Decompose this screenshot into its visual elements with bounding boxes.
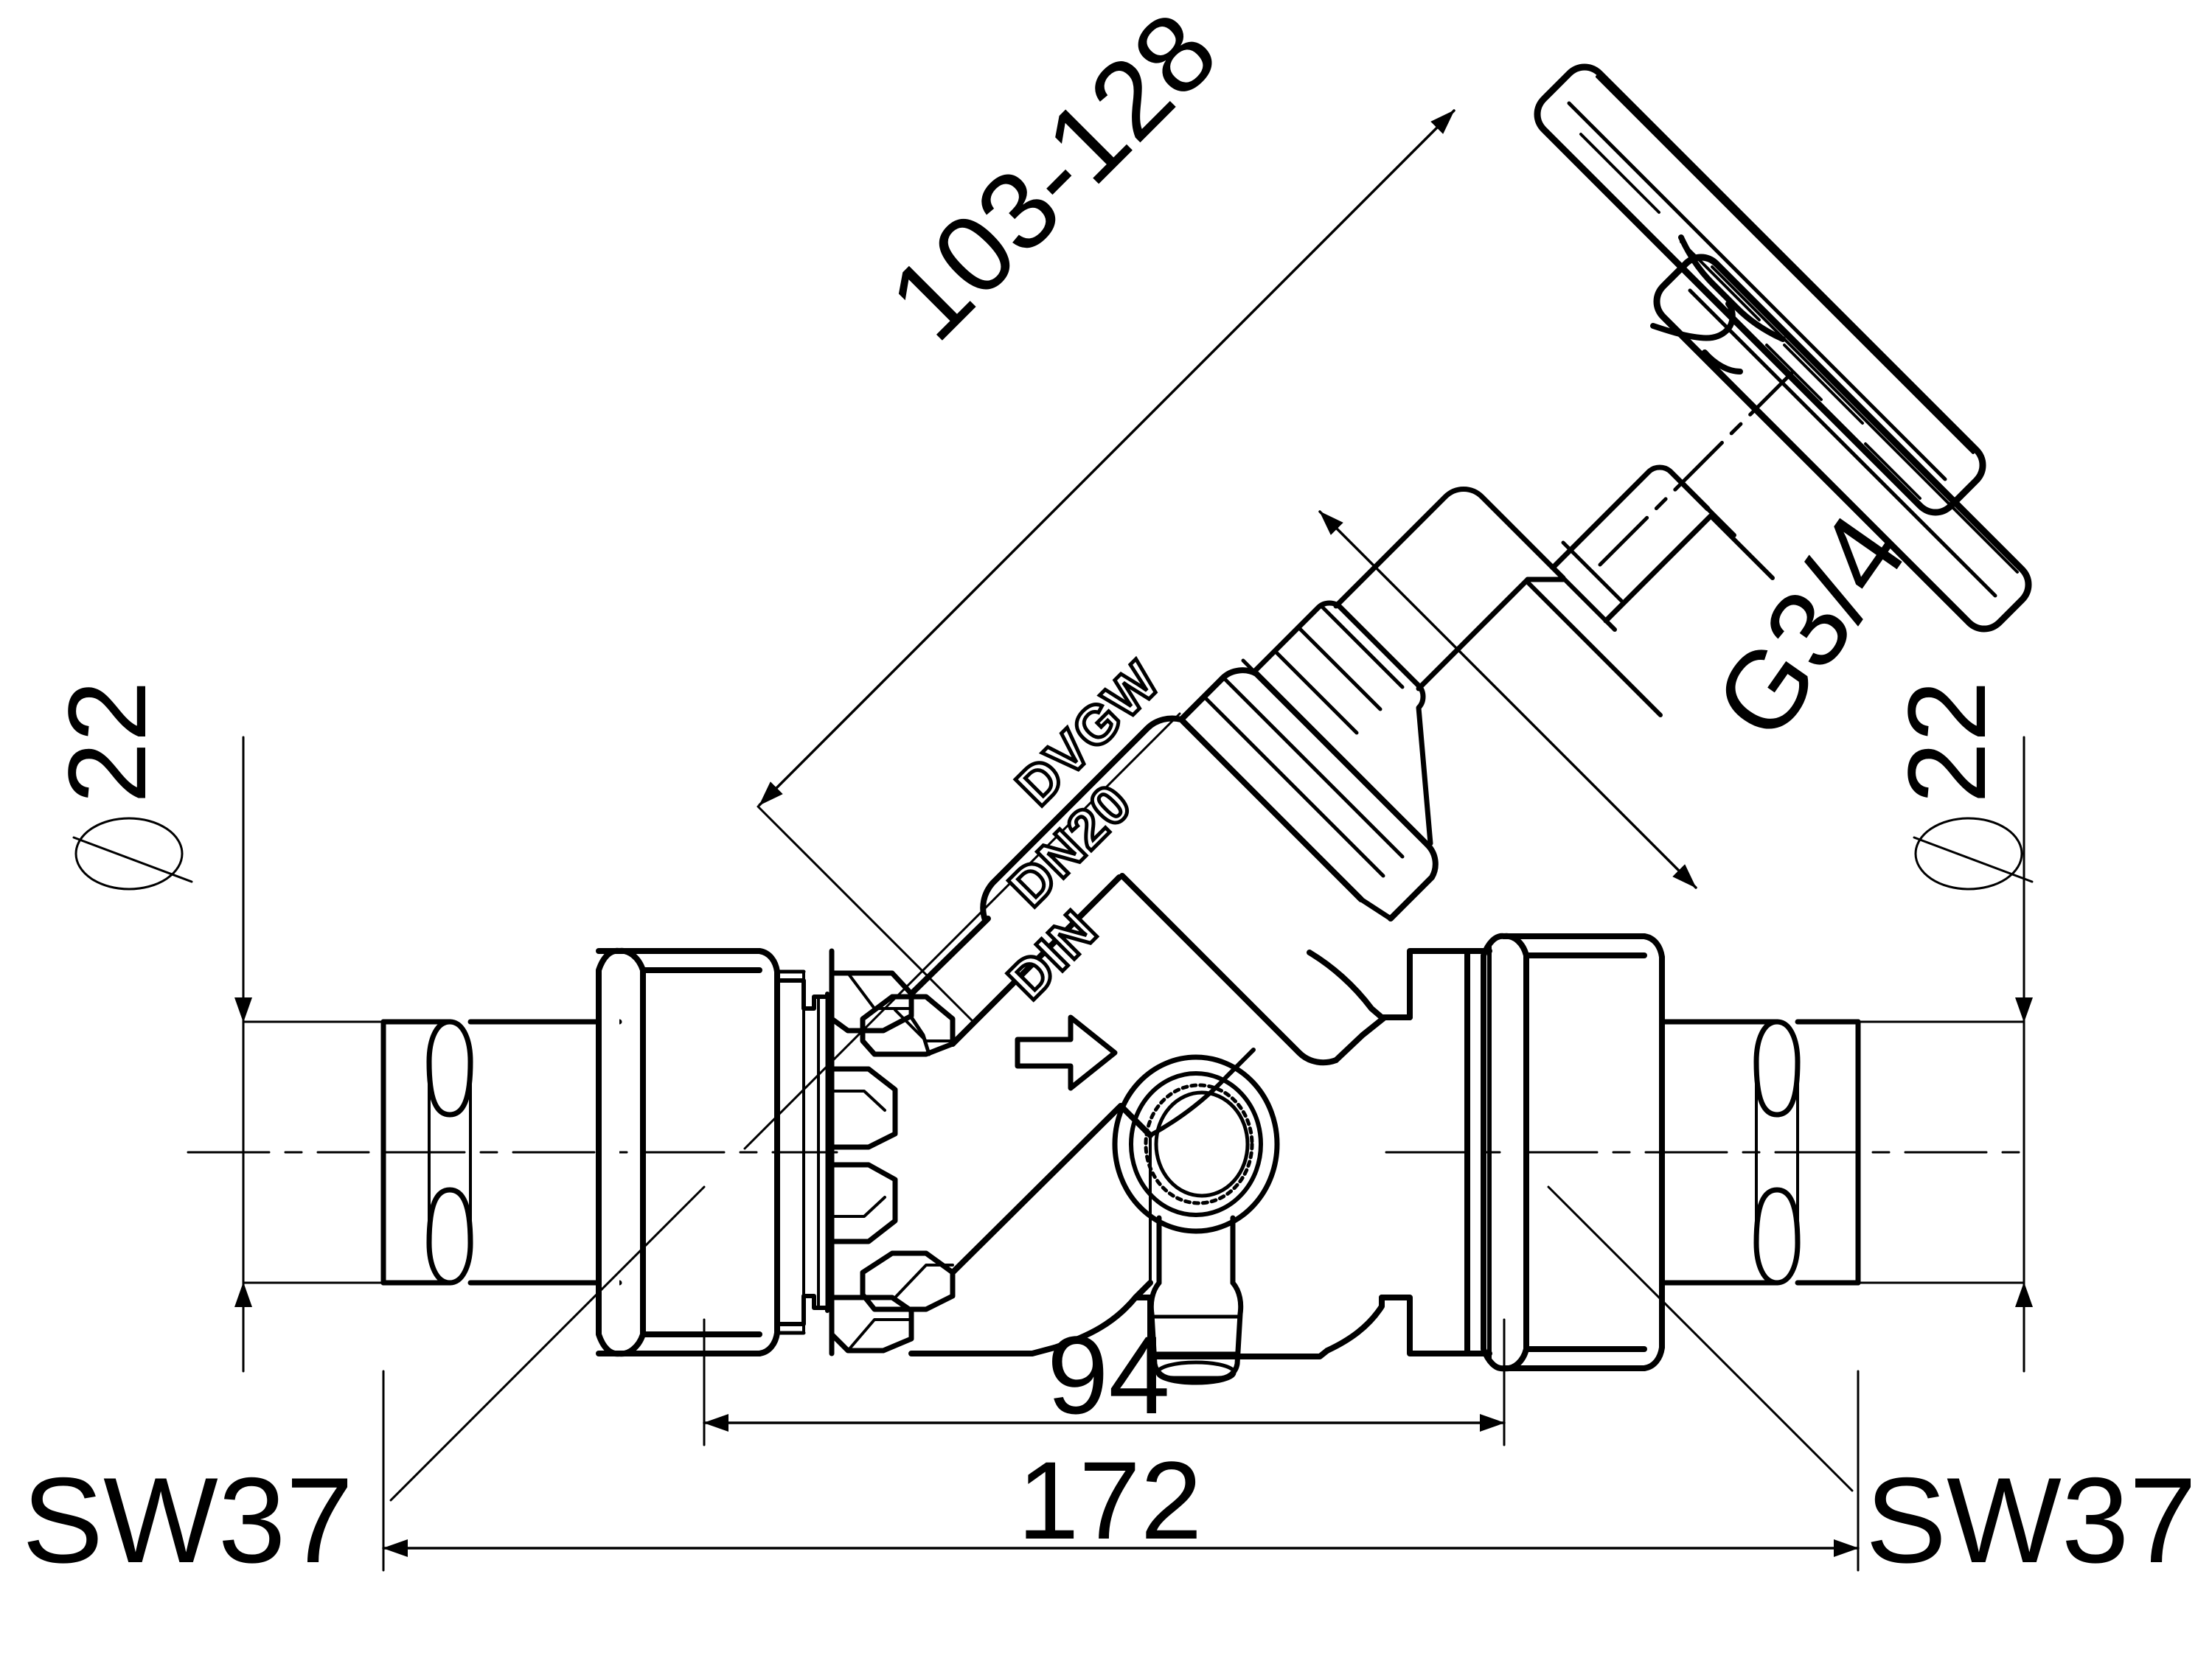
flow-direction-arrow (1015, 1014, 1118, 1091)
union-nut-right (1464, 933, 1691, 1372)
dimension-label-172: 172 (1018, 1438, 1203, 1562)
dimension-172 (382, 1370, 1860, 1572)
press-fit-pipe-end-right (1659, 1019, 1861, 1286)
bonnet-gland-nut (1178, 658, 1439, 922)
diameter-symbol-right (1914, 817, 2023, 891)
label-sw37-left: SW37 (22, 1452, 354, 1588)
dimension-label-94: 94 (1047, 1313, 1170, 1437)
union-nut-left-shoulder (775, 970, 830, 1334)
bonnet-collar (1251, 600, 1433, 846)
dimension-g34 (1318, 510, 1697, 889)
label-sw37-right: SW37 (1865, 1452, 2197, 1588)
leader-sw37-right (1547, 1185, 1854, 1492)
check-valve-cage (829, 948, 956, 1356)
t-bar-lever-arm (1653, 254, 2032, 633)
t-bar-lever-handle (1534, 63, 1986, 516)
dimension-22-left (72, 736, 385, 1373)
dimension-label-22-right: 22 (1885, 680, 2008, 804)
threaded-test-port (1112, 1054, 1280, 1234)
dimension-94 (703, 1318, 1506, 1446)
dimension-label-22-left: 22 (45, 680, 169, 804)
valve-body (908, 874, 1470, 1359)
stem-axis-centerline (1598, 371, 1794, 567)
union-nut-left (596, 947, 806, 1357)
handle-hub (1650, 234, 1786, 375)
diameter-symbol-left (74, 817, 184, 891)
press-fit-pipe-end-left (380, 1019, 622, 1286)
valve-stem (1333, 487, 1663, 717)
dimension-22-right (1857, 736, 2034, 1373)
dimension-103-128 (743, 109, 1455, 1150)
drain-hose-nozzle (1148, 1215, 1244, 1385)
leader-sw37-left (389, 1185, 706, 1502)
